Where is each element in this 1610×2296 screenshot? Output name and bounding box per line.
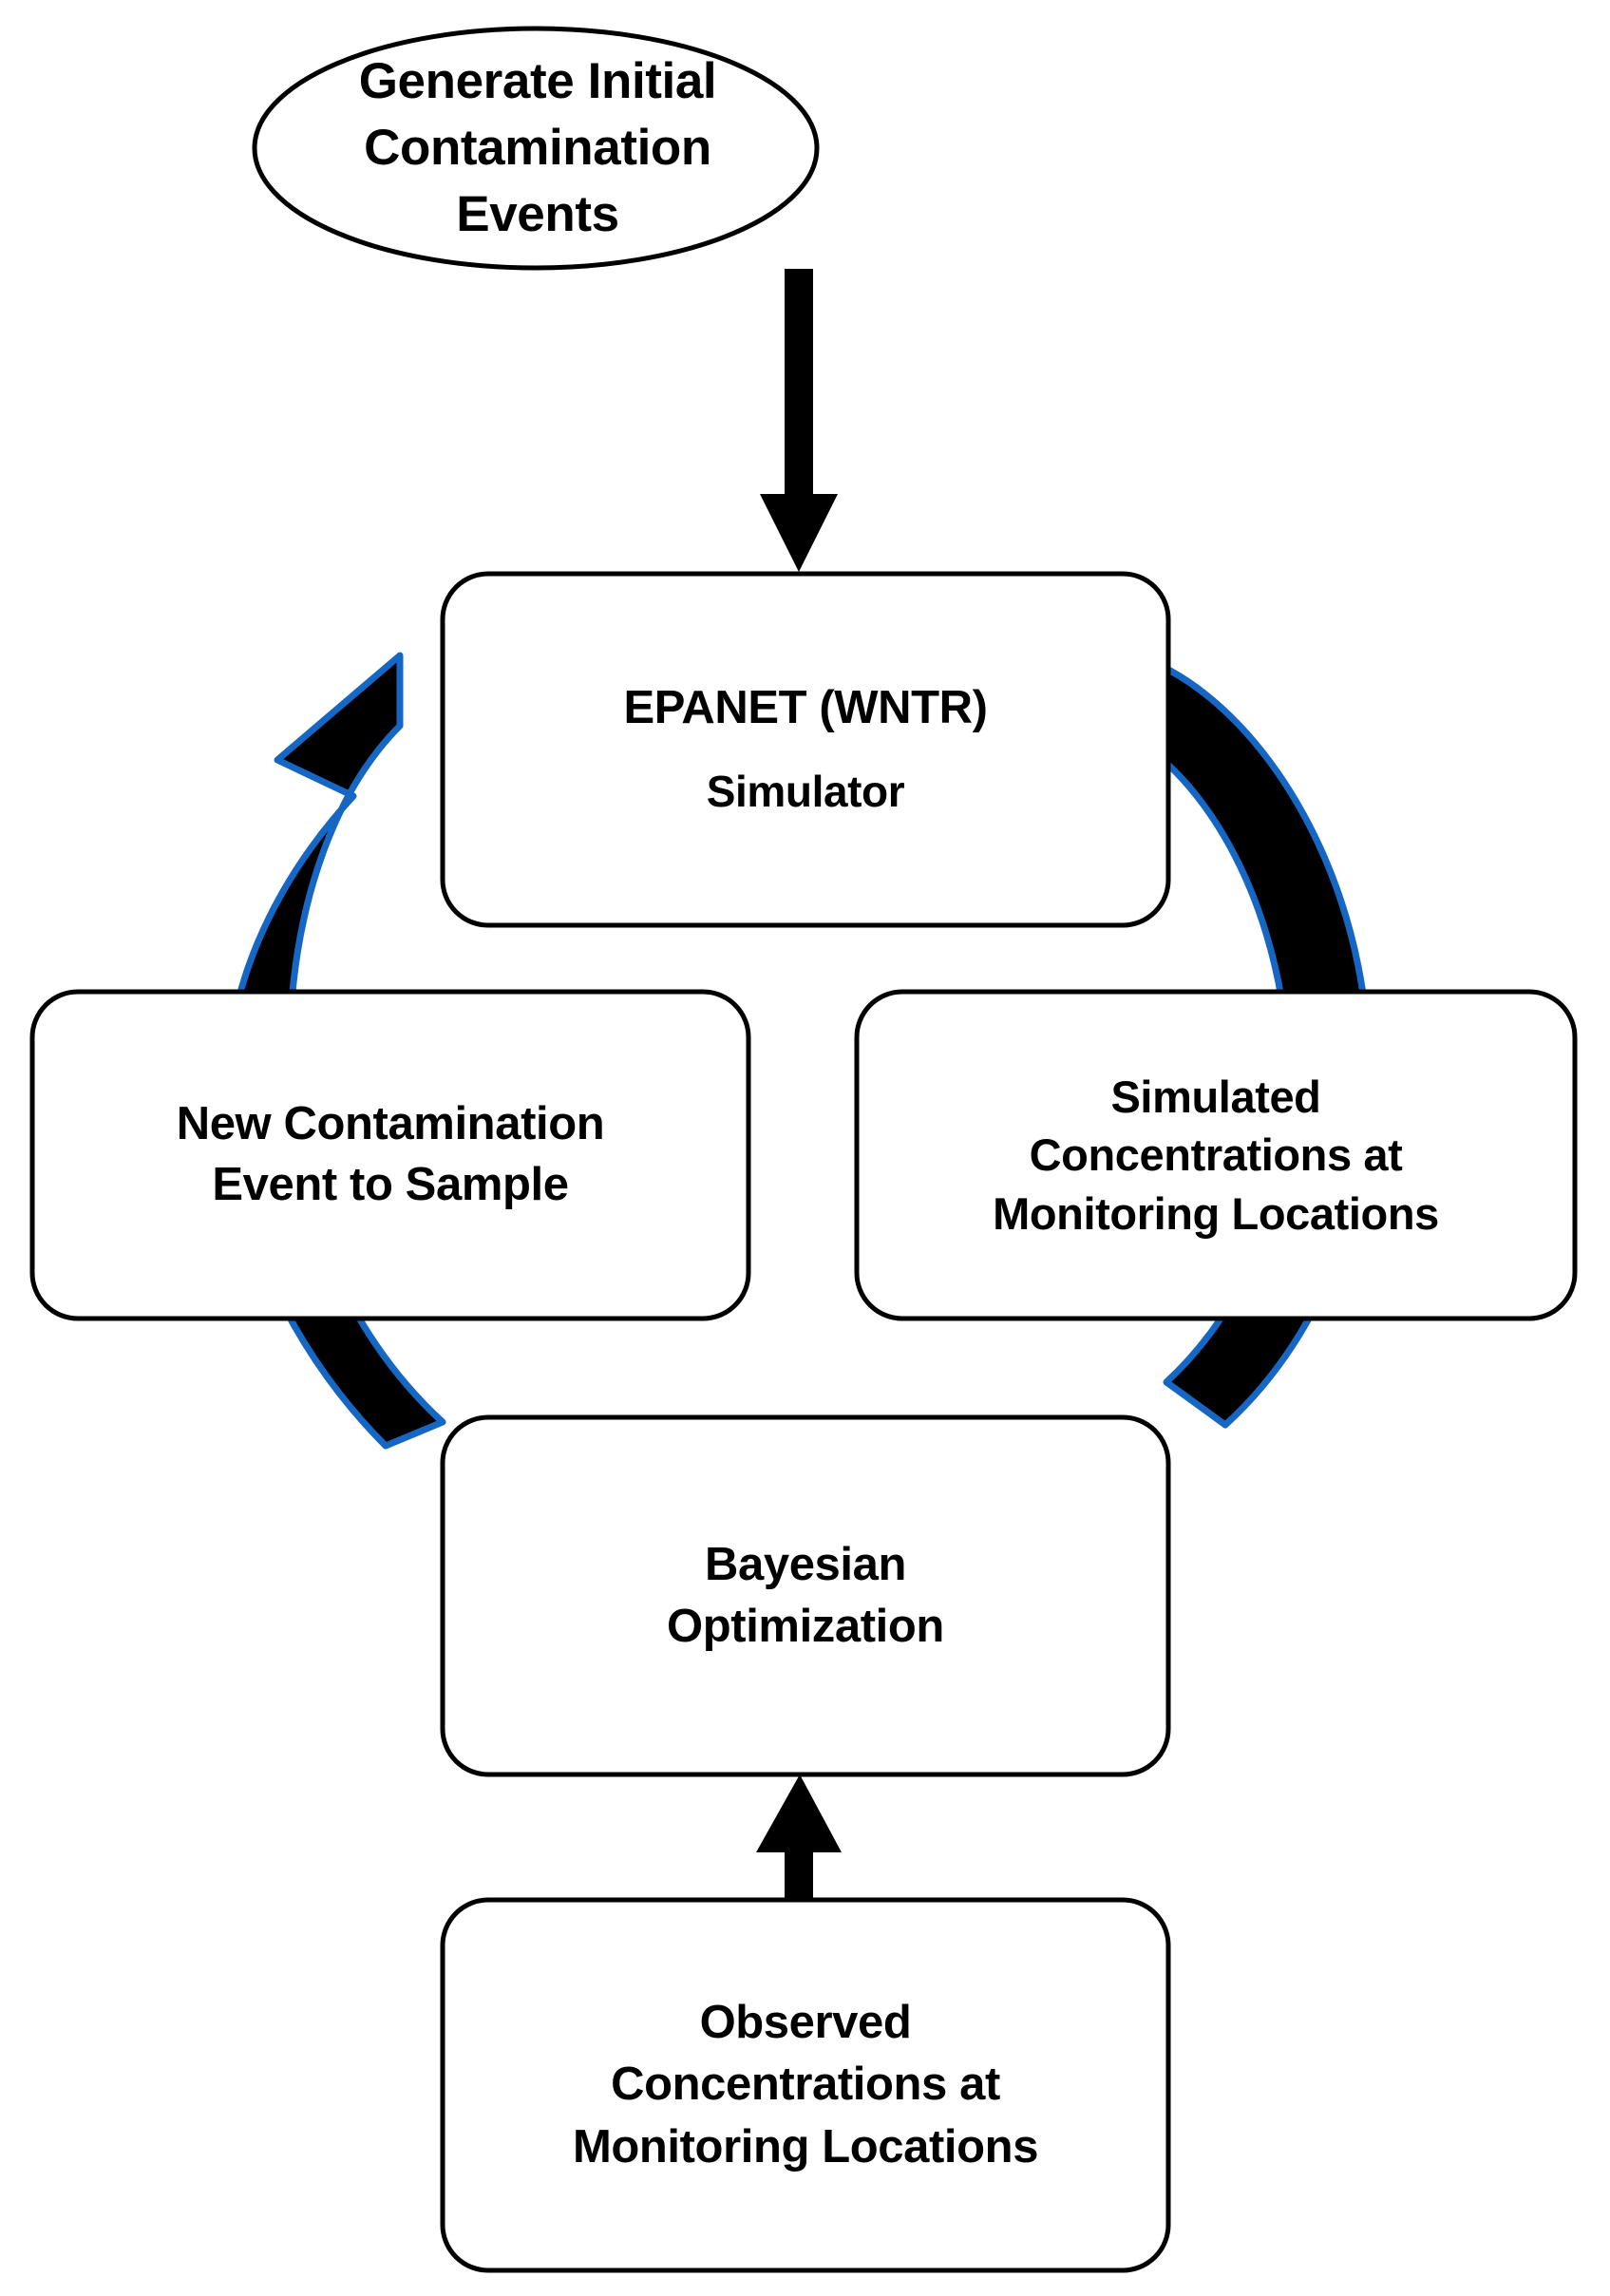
edge-generate-to-epanet-arrow [760,269,838,572]
node-generate-initial [252,26,820,271]
node-epanet-simulator [440,571,1171,928]
node-observed-concentrations [440,1897,1171,2273]
edge-observed-to-bayesian-arrow [756,1774,842,1902]
node-new-contamination-event [29,989,751,1321]
node-bayesian-optimization [440,1414,1171,1777]
node-simulated-concentrations [854,989,1578,1321]
